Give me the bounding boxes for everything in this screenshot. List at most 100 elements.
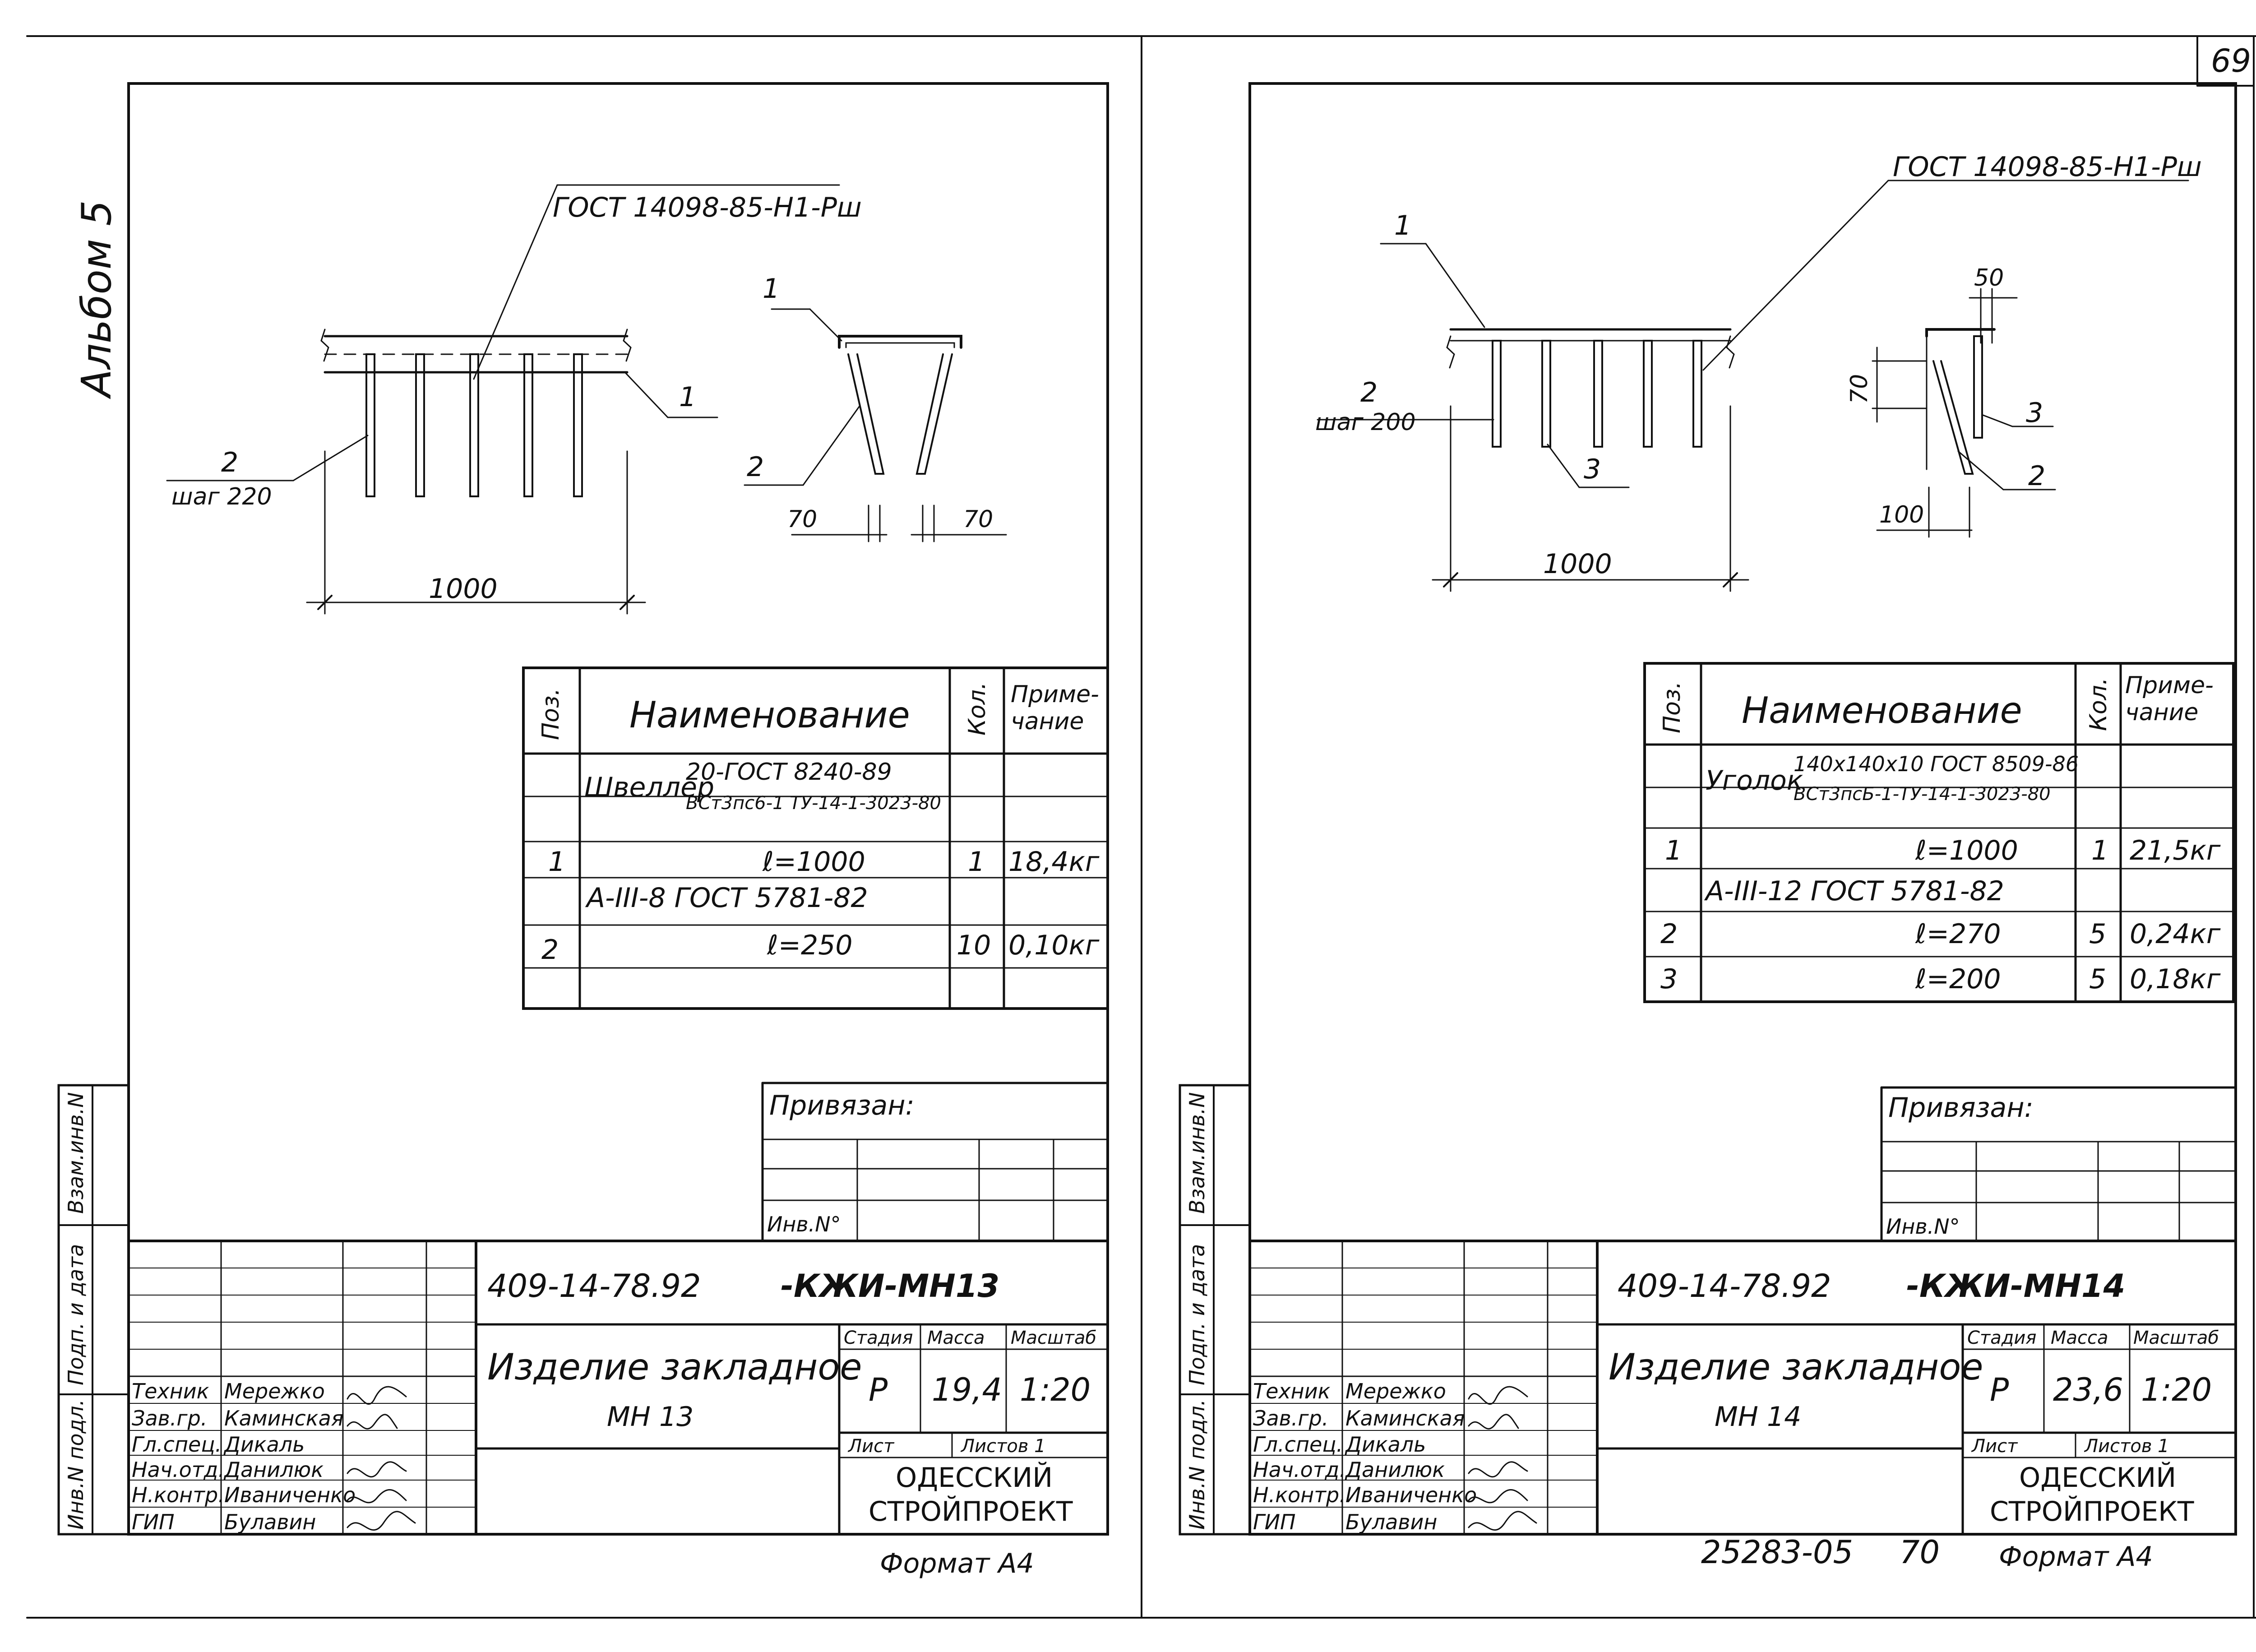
spec-row3-qty: 5 (2089, 918, 2107, 950)
spec-row3-name: ℓ=250 (767, 930, 853, 961)
doc-code: 409-14-78.92 (487, 1268, 701, 1305)
product-subtitle: МН 13 (607, 1401, 694, 1433)
side-label: Взам.инв.N (1185, 1092, 1209, 1214)
bottom-code: 25283-05 (1701, 1534, 1854, 1571)
mass-label: Масса (927, 1328, 985, 1348)
spec-row4-note: 0,18кг (2130, 963, 2221, 995)
dim-bottom: 100 (1879, 501, 1924, 528)
spec-row4-qty: 5 (2089, 963, 2107, 995)
product-subtitle: МН 14 (1715, 1401, 1802, 1433)
spec-row0-name: Уголок (1706, 765, 1803, 796)
signer-name: Мережко (224, 1379, 325, 1403)
signer-name: Данилюк (1345, 1458, 1445, 1482)
signer-role: Техник (1253, 1379, 1331, 1403)
album-label: Альбом 5 (73, 200, 120, 397)
spec-row1-note: 21,5кг (2130, 835, 2221, 866)
scale-value: 1:20 (1020, 1371, 1091, 1408)
callout-3: 3 (2026, 397, 2043, 429)
callout-3-plan: 3 (1584, 453, 1601, 485)
spec-row1-qty: 1 (968, 846, 985, 878)
spec-row1-name: ℓ=1000 (1915, 835, 2018, 866)
spec-row4-name: ℓ=200 (1915, 963, 2001, 995)
sheets-label: Листов 1 (961, 1436, 1046, 1457)
stage-label: Стадия (1967, 1328, 2037, 1348)
spec-header-name: Наименование (629, 694, 910, 736)
spec-header-pos: Поз. (537, 688, 564, 740)
format-label: Формат А4 (1999, 1541, 2153, 1573)
callout-1: 1 (763, 273, 780, 305)
side-label: Подп. и дата (64, 1244, 88, 1385)
bottom-page: 70 (1900, 1534, 1940, 1571)
spec-row0-sub2: ВСт3псБ-1-ТУ-14-1-3023-80 (1794, 784, 2051, 805)
doc-mark: -КЖИ-МН14 (1906, 1268, 2126, 1305)
scale-value: 1:20 (2141, 1371, 2212, 1408)
callout-1-plan: 1 (679, 381, 697, 413)
signer-name: Данилюк (224, 1458, 324, 1482)
spec-header-note: Приме-чание (2125, 672, 2214, 726)
signer-role: Гл.спец. (1253, 1432, 1343, 1457)
signer-name: Иваниченко (224, 1483, 356, 1507)
org-line2: СТРОЙПРОЕКТ (1990, 1496, 2194, 1527)
signer-role: Нач.отд. (1253, 1458, 1346, 1482)
spec-row3-note: 0,24кг (2130, 918, 2221, 950)
stage-value: Р (1990, 1371, 2009, 1408)
stage-value: Р (869, 1371, 888, 1408)
signer-name: Дикаль (224, 1432, 305, 1457)
signer-role: Н.контр. (132, 1483, 225, 1507)
spec-header-pos: Поз. (1659, 681, 1686, 733)
gost-callout: ГОСТ 14098-85-Н1-Рш (1893, 151, 2202, 183)
dim-height: 70 (1846, 374, 1873, 404)
privyazan-label: Привязан: (769, 1090, 915, 1121)
sheet-label: Лист (1972, 1436, 2018, 1457)
side-label: Подп. и дата (1185, 1244, 1209, 1385)
org-line1: ОДЕССКИЙ (2019, 1462, 2177, 1494)
spec-row0-sub2: ВСт3пс6-1 ТУ-14-1-3023-80 (686, 793, 941, 814)
signer-role: Гл.спец. (132, 1432, 222, 1457)
spec-row1-note: 18,4кг (1008, 846, 1100, 878)
spec-row4-pos: 3 (1660, 963, 1678, 995)
spec-row0-sub1: 140х140х10 ГОСТ 8509-86 (1794, 752, 2079, 776)
doc-code: 409-14-78.92 (1618, 1268, 1831, 1305)
dim-length: 1000 (429, 573, 498, 605)
spec-header-name: Наименование (1742, 689, 2022, 731)
doc-mark: -КЖИ-МН13 (781, 1268, 1000, 1305)
signer-name: Дикаль (1345, 1432, 1426, 1457)
scale-label: Масштаб (2133, 1328, 2219, 1348)
signer-name: Каминская (224, 1406, 344, 1430)
inv-no-label: Инв.N° (767, 1212, 841, 1236)
callout-1: 1 (1394, 210, 1412, 241)
side-label: Взам.инв.N (64, 1092, 88, 1214)
scale-label: Масштаб (1011, 1328, 1097, 1348)
callout-2-section: 2 (2028, 460, 2046, 492)
mass-label: Масса (2051, 1328, 2108, 1348)
page-number: 69 (2211, 42, 2251, 79)
format-label: Формат А4 (880, 1548, 1034, 1579)
spec-row1-qty: 1 (2091, 835, 2109, 866)
spec-row3-qty: 10 (957, 930, 991, 961)
spec-row1-pos: 1 (1665, 835, 1683, 866)
side-label: Инв.N подл. (1185, 1399, 1209, 1530)
dim-top: 50 (1974, 264, 2004, 292)
signer-name: Каминская (1345, 1406, 1465, 1430)
callout-2: 2 (747, 451, 764, 483)
side-label: Инв.N подл. (64, 1399, 88, 1530)
sheet-label: Лист (848, 1436, 894, 1457)
sheets-label: Листов 1 (2085, 1436, 2169, 1457)
mass-value: 19,4 (932, 1371, 1002, 1408)
signer-role: ГИП (132, 1510, 175, 1534)
product-title: Изделие закладное (487, 1346, 862, 1388)
spec-row3-pos: 2 (1660, 918, 1678, 950)
product-title: Изделие закладное (1609, 1346, 1983, 1388)
spec-row1-name: ℓ=1000 (763, 846, 865, 878)
inv-no-label: Инв.N° (1886, 1214, 1960, 1239)
stage-label: Стадия (844, 1328, 913, 1348)
dim-offset-left: 70 (787, 506, 818, 533)
signer-role: Зав.гр. (132, 1406, 208, 1430)
callout-2-plan: 2 (221, 447, 239, 478)
spec-row3-name: ℓ=270 (1915, 918, 2001, 950)
signer-name: Булавин (1345, 1510, 1438, 1534)
signer-role: Техник (132, 1379, 209, 1403)
mass-value: 23,6 (2053, 1371, 2123, 1408)
